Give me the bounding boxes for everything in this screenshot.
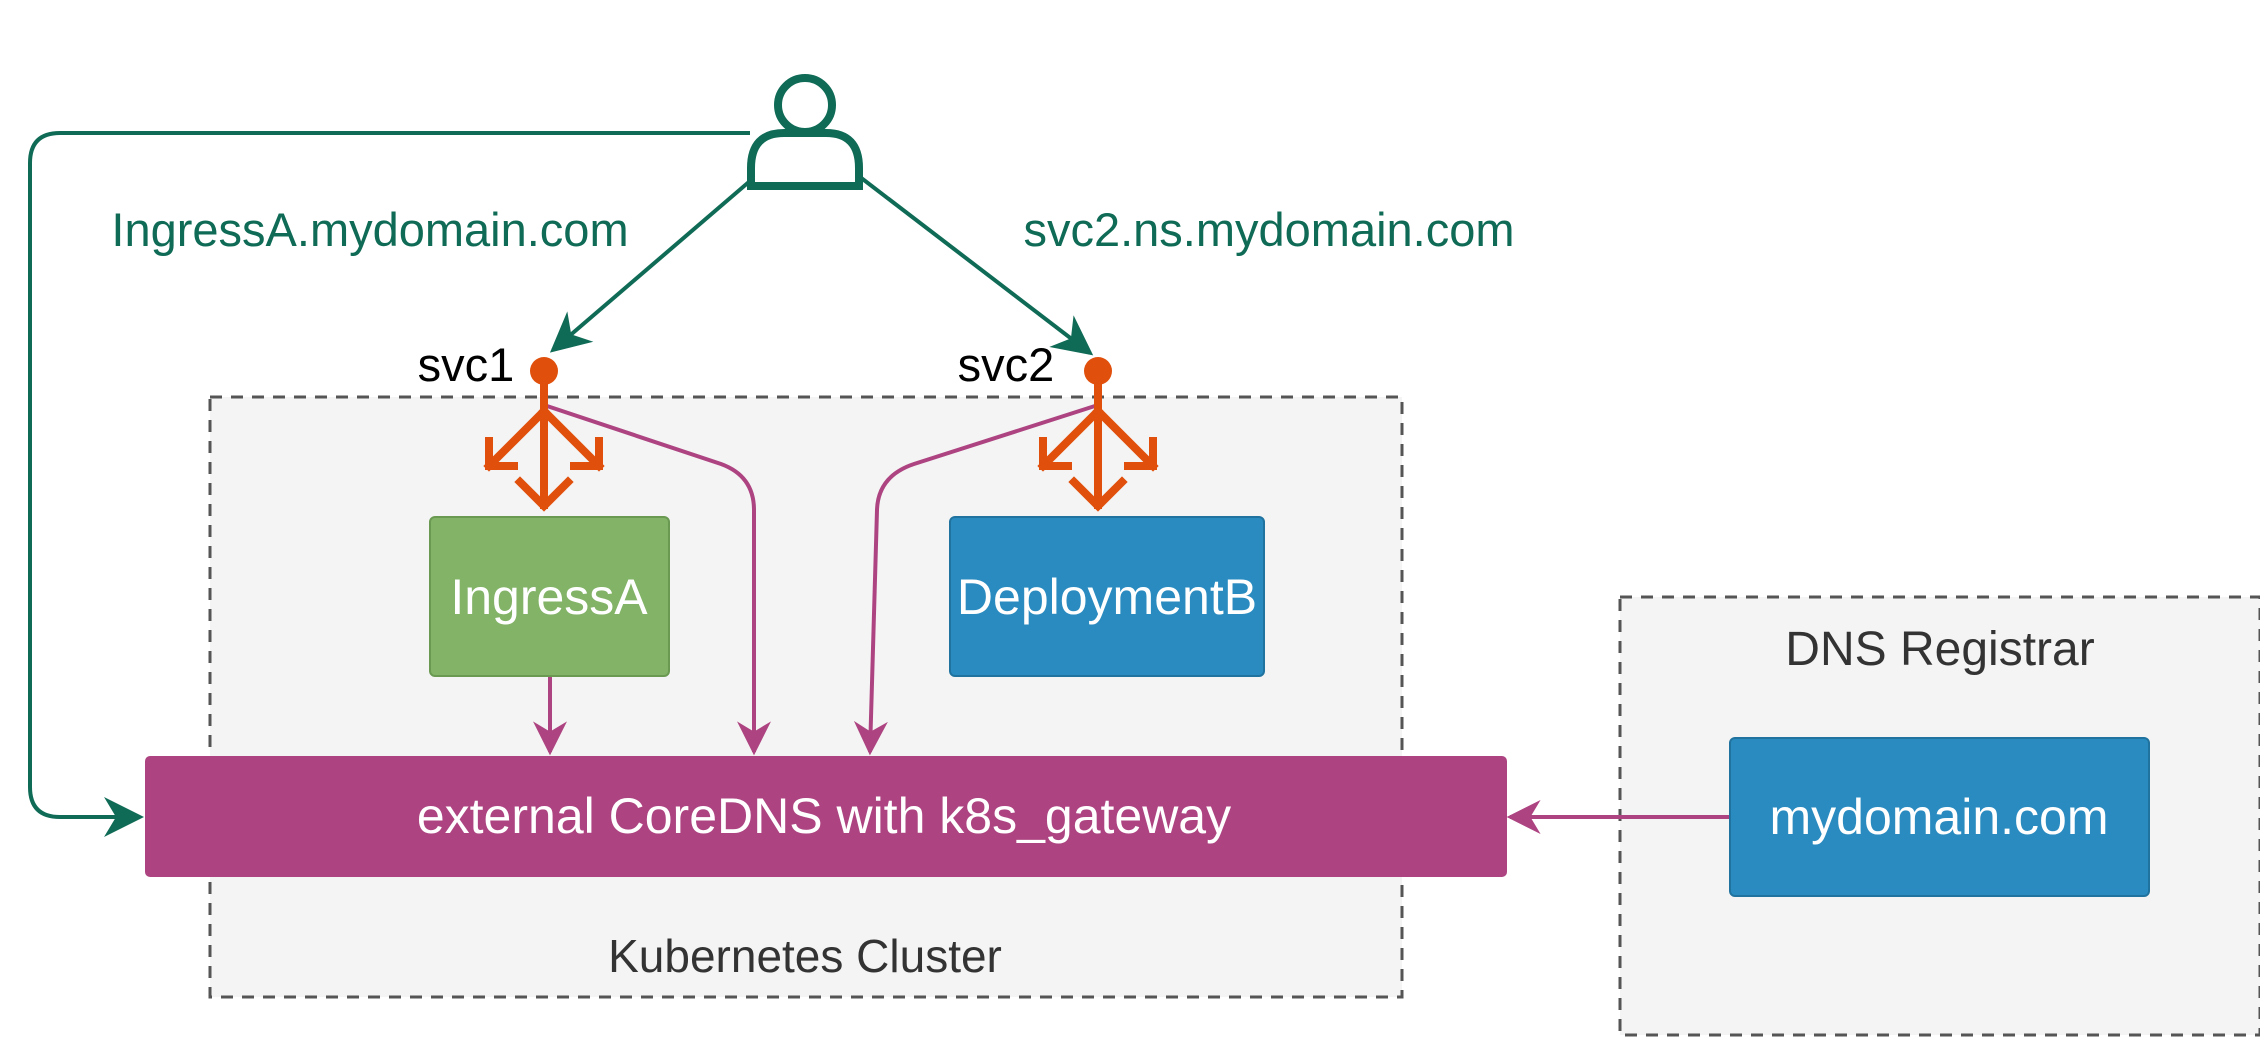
deploymentb-node-label: DeploymentB xyxy=(957,569,1257,625)
svc2-label: svc2 xyxy=(958,338,1055,391)
user-to-coredns-connector xyxy=(28,131,750,837)
svc1-load-balancer-icon xyxy=(483,357,605,512)
deploymentb-node xyxy=(949,516,1265,677)
svc2-load-balancer-icon xyxy=(1037,357,1159,512)
coredns-node-label: external CoreDNS with k8s_gateway xyxy=(417,788,1231,844)
dns-registrar-label: DNS Registrar xyxy=(1785,623,2094,676)
ingressa-node-label: IngressA xyxy=(450,569,648,625)
svc2-host-label: svc2.ns.mydomain.com xyxy=(1023,203,1514,256)
mydomain-node xyxy=(1729,737,2150,897)
svc1-to-coredns-connector xyxy=(543,403,771,756)
kubernetes-cluster-label: Kubernetes Cluster xyxy=(608,930,1002,982)
user-to-svc1-connector xyxy=(549,179,752,353)
ingress-host-label: IngressA.mydomain.com xyxy=(111,203,628,256)
kubernetes-cluster-panel xyxy=(208,395,1404,999)
svc2-to-coredns-connector xyxy=(853,403,1099,756)
user-to-svc2-connector xyxy=(858,175,1094,356)
mydomain-node-label: mydomain.com xyxy=(1770,789,2109,845)
svc1-label: svc1 xyxy=(418,338,515,391)
ingressa-node xyxy=(429,516,670,677)
coredns-node xyxy=(145,756,1507,877)
user-icon xyxy=(747,74,863,190)
